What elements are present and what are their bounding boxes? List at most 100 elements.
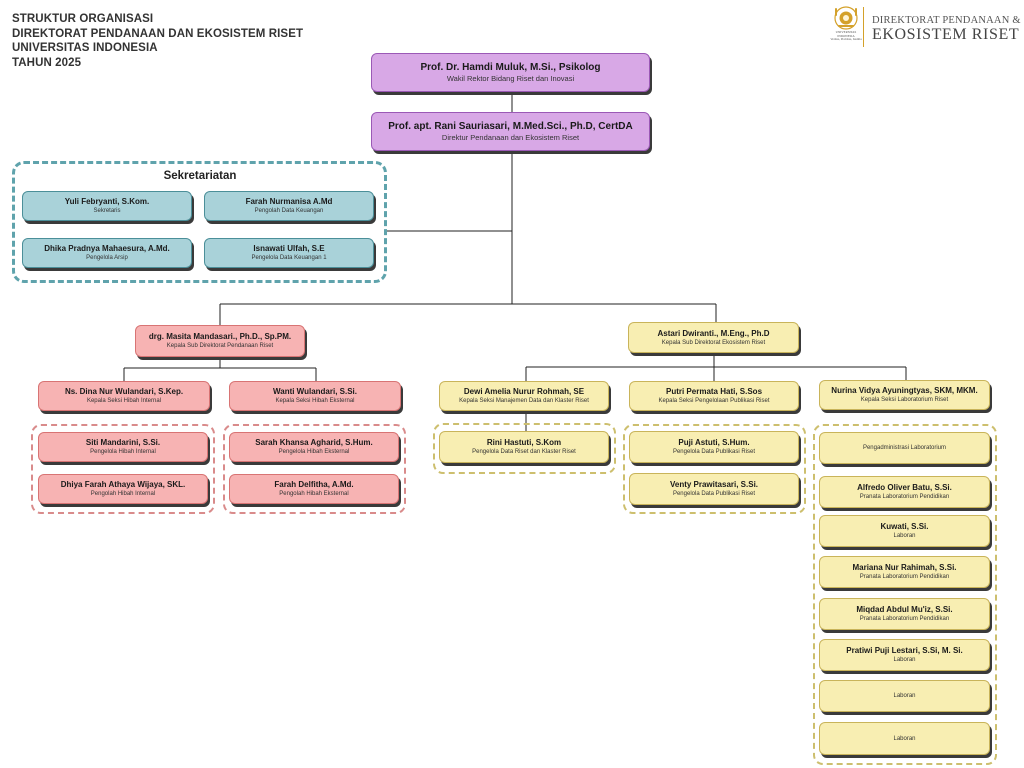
- person-role: Kepala Seksi Hibah Eksternal: [275, 398, 355, 404]
- person-name: Pratiwi Puji Lestari, S.Si, M. Si.: [846, 646, 963, 655]
- sekretariat-member: Farah Nurmanisa A.Md Pengolah Data Keuan…: [204, 191, 374, 221]
- header-line-1: STRUKTUR ORGANISASI: [12, 13, 154, 25]
- sekretariat-member: Yuli Febryanti, S.Kom. Sekretaris: [22, 191, 192, 221]
- person-name: Isnawati Ulfah, S.E: [253, 244, 325, 253]
- person-name: drg. Masita Mandasari., Ph.D., Sp.PM.: [148, 332, 292, 341]
- person-role: Pengelola Arsip: [86, 255, 128, 261]
- logo-separator: [863, 7, 864, 47]
- manajemen-data-staff-group: [433, 423, 616, 474]
- wakil-rektor-box: Prof. Dr. Hamdi Muluk, M.Si., Psikolog W…: [371, 53, 650, 92]
- staff-box: Sarah Khansa Agharid, S.Hum. Pengelola H…: [229, 432, 399, 462]
- logo-line-1: DIREKTORAT PENDANAAN &: [872, 15, 1021, 26]
- person-role: Pengadministrasi Laboratorium: [862, 445, 947, 451]
- seal-text-2: INDONESIA: [837, 33, 855, 38]
- seal-text: UNIVERSITAS INDONESIA Veritas, Probitas,…: [830, 30, 862, 42]
- staff-box: Laboran: [819, 722, 990, 755]
- person-role: Sekretaris: [93, 208, 121, 214]
- staff-box: Venty Prawitasari, S.Si. Pengelola Data …: [629, 473, 799, 505]
- staff-box: Farah Delfitha, A.Md. Pengolah Hibah Eks…: [229, 474, 399, 504]
- person-role: Pengelola Data Publikasi Riset: [672, 449, 756, 455]
- sekretariatan-title: Sekretariatan: [163, 170, 237, 182]
- person-role: Pengolah Hibah Internal: [90, 491, 156, 497]
- person-name: Venty Prawitasari, S.Si.: [669, 480, 759, 489]
- seksi-hibah-internal-head: Ns. Dina Nur Wulandari, S.Kep. Kepala Se…: [38, 381, 210, 411]
- university-seal-icon: UNIVERSITAS INDONESIA Veritas, Probitas,…: [826, 5, 866, 49]
- person-name: Siti Mandarini, S.Si.: [85, 438, 161, 447]
- sekretariat-member: Dhika Pradnya Mahaesura, A.Md. Pengelola…: [22, 238, 192, 268]
- person-role: Pengolah Data Keuangan: [254, 208, 324, 214]
- subdit-pendanaan-head: drg. Masita Mandasari., Ph.D., Sp.PM. Ke…: [135, 325, 305, 357]
- person-name: Farah Delfitha, A.Md.: [274, 480, 354, 489]
- person-role: Kepala Seksi Laboratorium Riset: [860, 397, 949, 403]
- person-role: Pengelola Hibah Internal: [90, 449, 156, 455]
- staff-box: Miqdad Abdul Mu'iz, S.Si. Pranata Labora…: [819, 598, 990, 630]
- seksi-publikasi-head: Putri Permata Hati, S.Sos Kepala Seksi P…: [629, 381, 799, 411]
- seal-text-3: Veritas, Probitas, Iustitia: [830, 37, 862, 42]
- hibah-internal-staff-group: [31, 424, 215, 514]
- person-role: Kepala Seksi Manajemen Data dan Klaster …: [459, 398, 589, 404]
- person-role: Wakil Rektor Bidang Riset dan Inovasi: [446, 74, 575, 83]
- person-name: Dhiya Farah Athaya Wijaya, SKL.: [60, 480, 186, 489]
- logo-line-2: EKOSISTEM RISET: [872, 26, 1020, 43]
- person-name: Mariana Nur Rahimah, S.Si.: [852, 563, 957, 572]
- person-name: Alfredo Oliver Batu, S.Si.: [857, 483, 952, 492]
- person-role: Pengelola Hibah Eksternal: [278, 449, 350, 455]
- sekretariat-member: Isnawati Ulfah, S.E Pengelola Data Keuan…: [204, 238, 374, 268]
- person-name: Puji Astuti, S.Hum.: [678, 438, 750, 447]
- directorate-logo: UNIVERSITAS INDONESIA Veritas, Probitas,…: [826, 5, 1020, 49]
- person-role: Pranata Laboratorium Pendidikan: [859, 494, 950, 500]
- direktur-box: Prof. apt. Rani Sauriasari, M.Med.Sci., …: [371, 112, 650, 151]
- staff-box: Laboran: [819, 680, 990, 712]
- staff-box: Alfredo Oliver Batu, S.Si. Pranata Labor…: [819, 476, 990, 508]
- person-name: Wanti Wulandari, S.Si.: [272, 387, 357, 396]
- person-role: Pengelola Data Keuangan 1: [251, 255, 327, 261]
- staff-box: Pratiwi Puji Lestari, S.Si, M. Si. Labor…: [819, 639, 990, 671]
- sekretariatan-group: [12, 161, 387, 283]
- person-name: Dhika Pradnya Mahaesura, A.Md.: [44, 244, 170, 253]
- person-role: Pengelola Data Publikasi Riset: [672, 491, 756, 497]
- publikasi-staff-group: [623, 424, 806, 514]
- staff-box: Dhiya Farah Athaya Wijaya, SKL. Pengolah…: [38, 474, 208, 504]
- person-name: Nurina Vidya Ayuningtyas, SKM, MKM.: [831, 386, 978, 395]
- seksi-hibah-eksternal-head: Wanti Wulandari, S.Si. Kepala Seksi Hiba…: [229, 381, 401, 411]
- person-role: Kepala Sub Direktorat Pendanaan Riset: [166, 343, 274, 349]
- person-name: Kuwati, S.Si.: [880, 522, 929, 531]
- person-name: Yuli Febryanti, S.Kom.: [64, 197, 150, 206]
- person-role: Kepala Seksi Pengelolaan Publikasi Riset: [658, 398, 770, 404]
- staff-box: Mariana Nur Rahimah, S.Si. Pranata Labor…: [819, 556, 990, 588]
- person-name: Prof. apt. Rani Sauriasari, M.Med.Sci., …: [388, 121, 633, 132]
- person-role: Laboran: [893, 735, 916, 742]
- person-name: Sarah Khansa Agharid, S.Hum.: [255, 438, 373, 447]
- person-role: Kepala Seksi Hibah Internal: [86, 398, 162, 404]
- staff-box: Kuwati, S.Si. Laboran: [819, 515, 990, 547]
- chart-header: STRUKTUR ORGANISASI DIREKTORAT PENDANAAN…: [12, 12, 303, 70]
- person-name: Putri Permata Hati, S.Sos: [665, 387, 763, 396]
- person-name: Dewi Amelia Nurur Rohmah, SE: [463, 387, 585, 396]
- person-role: Kepala Sub Direktorat Ekosistem Riset: [661, 339, 766, 346]
- person-name: Ns. Dina Nur Wulandari, S.Kep.: [64, 387, 184, 396]
- person-role: Laboran: [893, 693, 916, 699]
- person-name: Prof. Dr. Hamdi Muluk, M.Si., Psikolog: [420, 62, 601, 73]
- staff-box: Siti Mandarini, S.Si. Pengelola Hibah In…: [38, 432, 208, 462]
- subdit-ekosistem-head: Astari Dwiranti., M.Eng., Ph.D Kepala Su…: [628, 322, 799, 353]
- staff-box: Rini Hastuti, S.Kom Pengelola Data Riset…: [439, 431, 609, 463]
- person-name: Miqdad Abdul Mu'iz, S.Si.: [856, 605, 953, 614]
- staff-box: Pengadministrasi Laboratorium: [819, 432, 990, 464]
- person-name: Astari Dwiranti., M.Eng., Ph.D: [657, 328, 770, 338]
- staff-box: Puji Astuti, S.Hum. Pengelola Data Publi…: [629, 431, 799, 463]
- person-role: Direktur Pendanaan dan Ekosistem Riset: [441, 133, 580, 142]
- person-role: Pengolah Hibah Eksternal: [279, 491, 349, 497]
- person-role: Laboran: [893, 533, 916, 539]
- header-line-2: DIREKTORAT PENDANAAN DAN EKOSISTEM RISET: [12, 27, 304, 40]
- seal-text-1: UNIVERSITAS: [835, 30, 857, 34]
- person-role: Pengelola Data Riset dan Klaster Riset: [472, 449, 576, 455]
- seksi-manajemen-data-head: Dewi Amelia Nurur Rohmah, SE Kepala Seks…: [439, 381, 609, 411]
- header-line-3: UNIVERSITAS INDONESIA: [12, 42, 158, 54]
- seksi-laboratorium-head: Nurina Vidya Ayuningtyas, SKM, MKM. Kepa…: [819, 380, 990, 410]
- person-role: Pranata Laboratorium Pendidikan: [859, 574, 950, 580]
- header-line-4: TAHUN 2025: [12, 56, 82, 69]
- person-name: Rini Hastuti, S.Kom: [486, 438, 562, 447]
- person-role: Laboran: [893, 657, 916, 663]
